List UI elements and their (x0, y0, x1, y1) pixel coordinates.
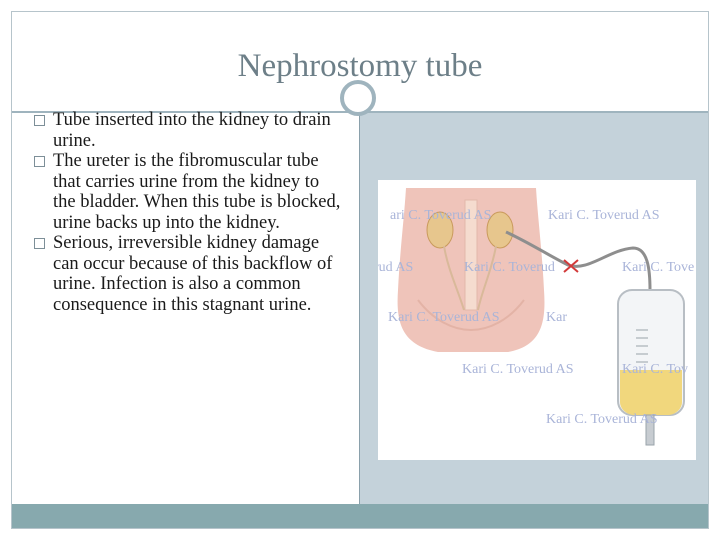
drain-valve (645, 414, 655, 446)
nephrostomy-illustration: ari C. Toverud AS Kari C. Toverud AS rud… (378, 180, 696, 460)
watermark-text: Kar (546, 310, 567, 325)
bullet-text: The ureter is the fibromuscular tube tha… (53, 151, 341, 233)
bullet-box-icon (34, 115, 45, 126)
bullet-box-icon (34, 156, 45, 167)
bullet-item: Serious, irreversible kidney damage can … (34, 233, 344, 315)
pelvis-outline (417, 299, 525, 332)
watermark-text: ari C. Toverud AS (390, 208, 492, 223)
bullet-box-icon (34, 238, 45, 249)
footer-bar (12, 504, 708, 528)
insertion-mark (563, 259, 579, 273)
bullet-item: The ureter is the fibromuscular tube tha… (34, 151, 344, 233)
text-panel (12, 112, 359, 504)
watermark-text: rud AS (378, 260, 414, 275)
watermark-text: Kari C. Tove (622, 260, 695, 275)
bullet-text: Tube inserted into the kidney to drain u… (53, 110, 331, 151)
watermark-text: Kari C. Tov (622, 362, 689, 377)
spine (464, 199, 478, 311)
watermark-text: Kari C. Toverud AS (388, 310, 500, 325)
watermark-text: Kari C. Toverud AS (546, 412, 658, 427)
column-divider (359, 112, 360, 504)
right-kidney (486, 211, 514, 249)
nephrostomy-tube (505, 230, 652, 291)
bullet-item: Tube inserted into the kidney to drain u… (34, 110, 344, 151)
slide-title: Nephrostomy tube (237, 48, 483, 84)
right-ureter (477, 245, 497, 311)
watermark-text: Kari C. Toverud AS (462, 362, 574, 377)
left-ureter (443, 245, 465, 311)
bullet-text: Serious, irreversible kidney damage can … (53, 233, 333, 315)
watermark-text: Kari C. Toverud AS (548, 208, 660, 223)
urine-fill (620, 370, 682, 415)
bullet-list: Tube inserted into the kidney to drain u… (34, 110, 344, 315)
watermark-text: Kari C. Toverud (464, 260, 555, 275)
anatomy-drawing (397, 188, 685, 446)
circle-decoration (340, 80, 376, 116)
left-kidney (426, 211, 454, 249)
